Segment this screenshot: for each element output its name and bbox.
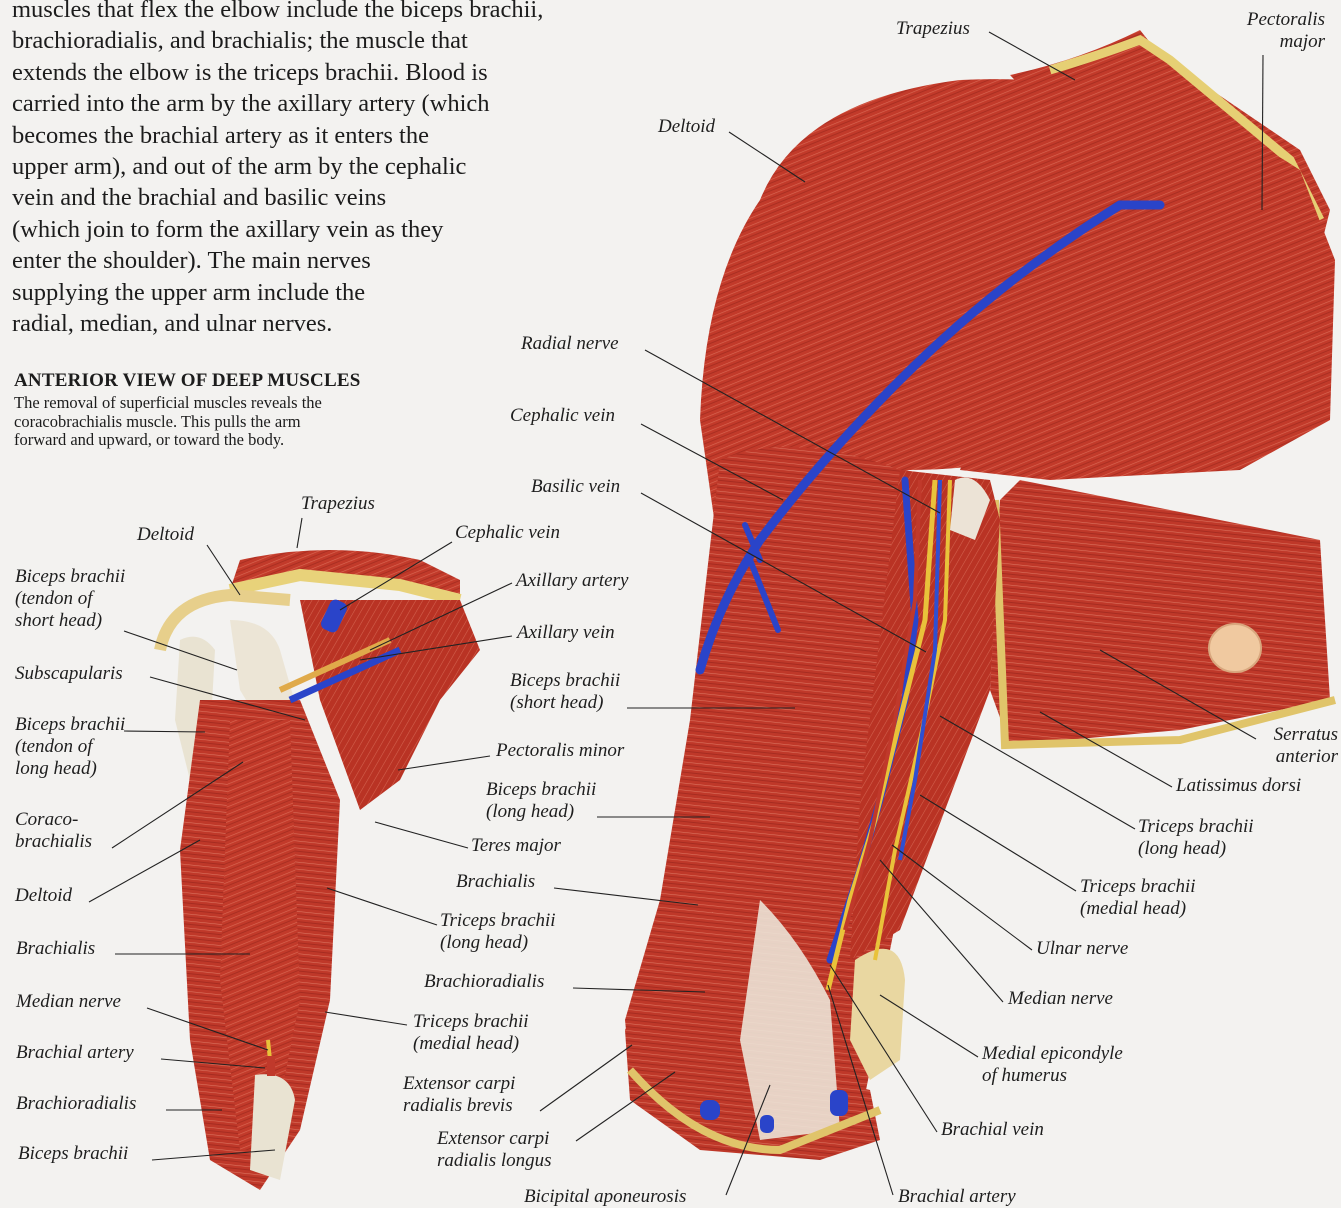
label-sup-biceps-long: Biceps brachii (long head): [486, 779, 596, 823]
label-sup-median-nerve: Median nerve: [1008, 988, 1113, 1010]
label-sup-brachioradialis: Brachioradialis: [424, 971, 544, 993]
label-sup-triceps-long: Triceps brachii (long head): [1138, 816, 1254, 860]
label-sup-trapezius: Trapezius: [896, 18, 970, 40]
label-sup-radial-nerve: Radial nerve: [521, 333, 619, 355]
label-deep-trapezius: Trapezius: [301, 493, 375, 515]
cut-vein-3: [830, 1090, 848, 1116]
label-deep-coracobrachialis: Coraco- brachialis: [15, 809, 92, 853]
label-sup-cephalic-vein: Cephalic vein: [510, 405, 615, 427]
label-deep-biceps-long-tendon: Biceps brachii (tendon of long head): [15, 714, 125, 780]
label-sup-latissimus-dorsi: Latissimus dorsi: [1176, 775, 1301, 797]
label-sup-ecr-brevis: Extensor carpi radialis brevis: [403, 1073, 515, 1117]
label-sup-bicipital-aponeurosis: Bicipital aponeurosis: [524, 1186, 686, 1208]
label-deep-brachial-artery: Brachial artery: [16, 1042, 134, 1064]
label-deep-biceps-short-tendon: Biceps brachii (tendon of short head): [15, 566, 125, 632]
label-sup-medial-epicondyle: Medial epicondyle of humerus: [982, 1043, 1123, 1087]
label-deep-brachioradialis: Brachioradialis: [16, 1093, 136, 1115]
label-deep-axillary-artery: Axillary artery: [516, 570, 628, 592]
label-deep-axillary-vein: Axillary vein: [517, 622, 615, 644]
deep-brachial-artery: [267, 1056, 275, 1076]
label-sup-brachialis: Brachialis: [456, 871, 535, 893]
label-deep-median-nerve: Median nerve: [16, 991, 121, 1013]
label-deep-pectoralis-minor: Pectoralis minor: [496, 740, 624, 762]
label-sup-brachial-artery: Brachial artery: [898, 1186, 1016, 1208]
cut-vein-2: [760, 1115, 774, 1133]
label-deep-brachialis: Brachialis: [16, 938, 95, 960]
label-sup-ecr-longus: Extensor carpi radialis longus: [437, 1128, 552, 1172]
superficial-arm-drawing: [625, 30, 1335, 1160]
label-sup-triceps-medial: Triceps brachii (medial head): [1080, 876, 1196, 920]
deep-biceps-tendon: [250, 1074, 295, 1180]
label-deep-subscapularis: Subscapularis: [15, 663, 123, 685]
latissimus-flap: [990, 480, 1330, 745]
cut-vein-1: [700, 1100, 720, 1120]
label-deep-teres-major: Teres major: [471, 835, 561, 857]
label-sup-pectoralis-major: Pectoralis major: [1215, 9, 1325, 53]
label-sup-brachial-vein: Brachial vein: [941, 1119, 1044, 1141]
label-sup-ulnar-nerve: Ulnar nerve: [1036, 938, 1128, 960]
label-sup-biceps-short: Biceps brachii (short head): [510, 670, 620, 714]
label-deep-deltoid-lower: Deltoid: [15, 885, 72, 907]
nipple: [1209, 624, 1261, 672]
label-deep-biceps-brachii: Biceps brachii: [18, 1143, 128, 1165]
label-sup-basilic-vein: Basilic vein: [531, 476, 620, 498]
label-deep-cephalic-vein: Cephalic vein: [455, 522, 560, 544]
label-deep-triceps-medial: Triceps brachii (medial head): [413, 1011, 529, 1055]
label-deep-triceps-long: Triceps brachii (long head): [440, 910, 556, 954]
label-deep-deltoid-top: Deltoid: [137, 524, 194, 546]
label-sup-deltoid: Deltoid: [658, 116, 715, 138]
label-sup-serratus-anterior: Serratus anterior: [1228, 724, 1338, 768]
